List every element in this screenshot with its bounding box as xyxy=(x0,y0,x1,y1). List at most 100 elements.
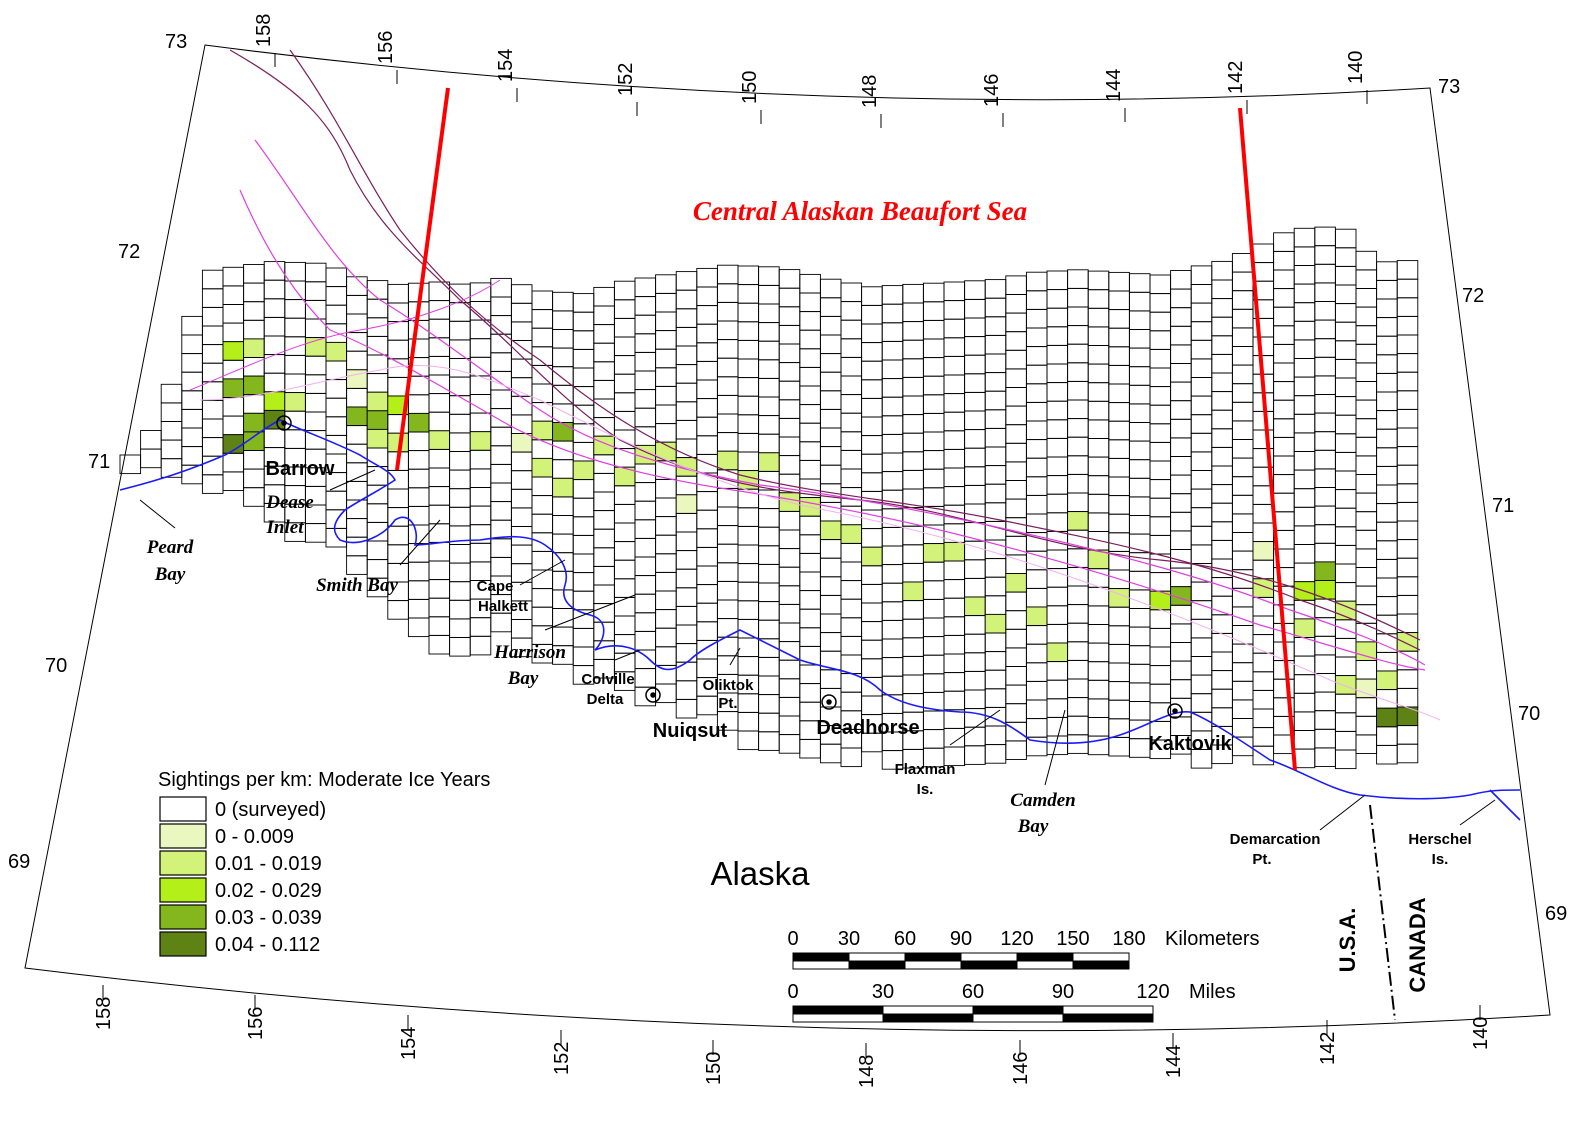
grid-cell xyxy=(1149,627,1172,648)
grid-cell xyxy=(366,280,389,300)
grid-cell xyxy=(1128,291,1151,312)
grid-cell xyxy=(1293,674,1316,694)
grid-cell xyxy=(1211,446,1233,467)
grid-cell xyxy=(758,396,780,417)
grid-cell xyxy=(799,441,821,461)
graticule-label: 148 xyxy=(859,75,881,108)
grid-cell xyxy=(1067,380,1089,401)
grid-cell xyxy=(675,550,698,570)
grid-cell xyxy=(1128,273,1151,293)
grid-cell xyxy=(1334,582,1357,602)
grid-cell xyxy=(1396,371,1419,392)
grid-cell xyxy=(1025,271,1048,292)
grid-cell xyxy=(1334,321,1357,342)
grid-cell xyxy=(1355,734,1378,754)
grid-cell xyxy=(572,646,595,667)
grid-cell xyxy=(1067,659,1089,680)
scalebar-tick-label: 90 xyxy=(950,928,972,950)
grid-cell xyxy=(593,547,615,567)
grid-cell xyxy=(675,494,698,514)
grid-cell xyxy=(593,603,615,623)
grid-cell xyxy=(263,279,286,300)
grid-cell xyxy=(1314,561,1336,581)
grid-cell xyxy=(1314,710,1336,730)
grid-cell xyxy=(1376,279,1398,300)
grid-cell xyxy=(1314,524,1336,544)
grid-cell xyxy=(1334,265,1357,286)
grid-cell xyxy=(1376,707,1398,728)
grid-cell xyxy=(737,358,760,379)
grid-cell xyxy=(1025,606,1048,627)
grid-cell xyxy=(1293,469,1316,490)
grid-cell xyxy=(510,451,533,472)
grid-cell xyxy=(243,282,265,303)
grid-cell xyxy=(655,609,677,629)
graticule-label: 158 xyxy=(93,997,115,1030)
grid-cell xyxy=(922,561,945,582)
grid-cell xyxy=(778,678,801,698)
grid-cell xyxy=(1067,306,1089,327)
grid-cell xyxy=(840,524,863,544)
grid-cell xyxy=(1067,678,1089,699)
grid-cell xyxy=(510,526,533,546)
grid-cell xyxy=(1067,269,1089,289)
grid-cell xyxy=(1334,563,1357,584)
grid-cell xyxy=(737,284,760,304)
grid-cell xyxy=(1067,343,1089,364)
grid-cell xyxy=(490,501,512,521)
grid-cell xyxy=(1211,707,1233,727)
grid-cell xyxy=(1128,347,1151,368)
legend-label: 0.01 - 0.019 xyxy=(215,853,322,875)
grid-cell xyxy=(1025,680,1048,701)
grid-cell xyxy=(1108,662,1130,683)
grid-cell xyxy=(1231,327,1254,347)
grid-cell xyxy=(778,324,801,345)
place-label-smith-bay: Smith Bay xyxy=(316,575,398,596)
grid-cell xyxy=(1376,298,1398,319)
grid-cell xyxy=(1376,540,1398,560)
grid-cell xyxy=(1025,401,1048,422)
grid-cell xyxy=(1314,245,1336,265)
grid-cell xyxy=(1190,488,1213,509)
scalebar-segment xyxy=(1062,1005,1154,1015)
grid-cell xyxy=(1190,693,1213,713)
grid-cell xyxy=(572,590,595,611)
grid-cell xyxy=(1128,645,1151,665)
grid-cell xyxy=(1314,394,1336,414)
grid-cell xyxy=(758,359,780,379)
survey-grid xyxy=(119,226,1419,770)
grid-cell xyxy=(799,627,821,647)
grid-cell xyxy=(737,302,760,323)
grid-cell xyxy=(1334,693,1357,714)
grid-cell xyxy=(1108,420,1130,441)
scalebar-tick-label: 0 xyxy=(787,928,798,950)
grid-cell xyxy=(1190,339,1213,360)
grid-cell xyxy=(552,291,574,312)
grid-cell xyxy=(964,447,986,468)
grid-cell xyxy=(737,581,760,602)
grid-cell xyxy=(1170,642,1192,662)
grid-cell xyxy=(1149,497,1172,518)
grid-cell xyxy=(902,618,924,639)
grid-cell xyxy=(1108,681,1130,701)
grid-cell xyxy=(840,282,863,303)
grid-cell xyxy=(1252,578,1275,598)
grid-cell xyxy=(1087,717,1110,737)
grid-cell xyxy=(634,370,657,391)
grid-cell xyxy=(469,338,492,358)
grid-cell xyxy=(1231,718,1254,738)
grid-cell xyxy=(1211,260,1233,281)
grid-cell xyxy=(984,316,1007,336)
grid-cell xyxy=(1396,687,1419,708)
grid-cell xyxy=(346,313,368,334)
place-label-halkett: Halkett xyxy=(478,598,528,615)
grid-cell xyxy=(634,296,657,316)
grid-cell xyxy=(1293,227,1316,248)
grid-cell xyxy=(655,330,677,350)
grid-cell xyxy=(819,520,842,541)
grid-cell xyxy=(1170,418,1192,439)
grid-cell xyxy=(201,306,224,327)
graticule-label: 71 xyxy=(88,451,110,473)
map-title: Central Alaskan Beaufort Sea xyxy=(693,196,1027,226)
grid-cell xyxy=(490,538,512,558)
